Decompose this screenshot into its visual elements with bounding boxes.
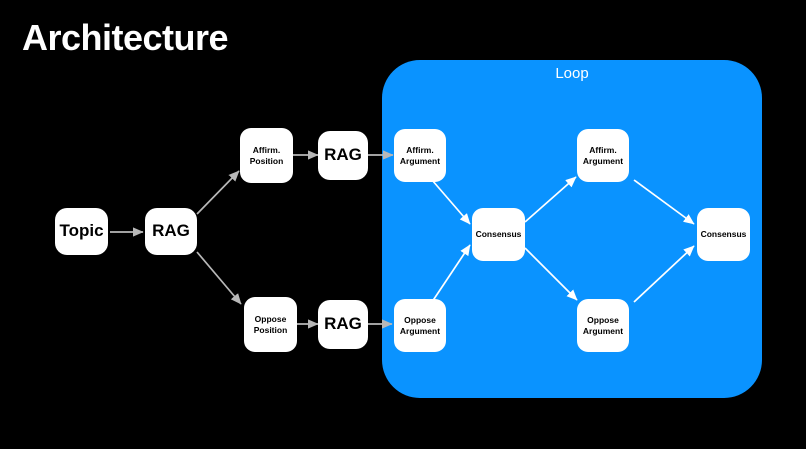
node-consensus-1-label: Consensus	[475, 229, 522, 240]
node-oppose-argument-2[interactable]: Oppose Argument	[577, 299, 629, 352]
node-affirm-argument-1-label-line2: Argument	[399, 155, 441, 166]
node-oppose-argument-1[interactable]: Oppose Argument	[394, 299, 446, 352]
page-title: Architecture	[22, 17, 229, 58]
node-rag-main[interactable]: RAG	[145, 208, 197, 255]
node-rag-oppose[interactable]: RAG	[318, 300, 368, 349]
edge-rag-to-oppose-position	[196, 251, 242, 305]
node-affirm-argument-1[interactable]: Affirm. Argument	[394, 129, 446, 182]
node-oppose-position[interactable]: Oppose Position	[244, 297, 297, 352]
node-rag-main-label: RAG	[152, 221, 190, 241]
node-affirm-argument-1-label-line1: Affirm.	[406, 145, 434, 156]
node-rag-affirm[interactable]: RAG	[318, 131, 368, 180]
node-affirm-position-label-line1: Affirm.	[252, 145, 281, 156]
node-affirm-argument-2-label-line2: Argument	[582, 155, 624, 166]
node-oppose-argument-2-label-line1: Oppose	[587, 315, 619, 326]
node-oppose-argument-1-label-line2: Argument	[399, 325, 441, 336]
node-oppose-argument-1-label-line1: Oppose	[404, 315, 436, 326]
node-rag-oppose-label: RAG	[324, 314, 362, 334]
node-rag-affirm-label: RAG	[324, 145, 362, 165]
node-oppose-position-label-line2: Position	[253, 324, 288, 335]
node-consensus-1[interactable]: Consensus	[472, 208, 525, 261]
node-oppose-argument-2-label-line2: Argument	[582, 325, 624, 336]
node-topic[interactable]: Topic	[55, 208, 108, 255]
edge-rag-to-affirm-position	[196, 170, 240, 215]
node-oppose-position-label-line1: Oppose	[254, 314, 287, 325]
node-affirm-argument-2-label-line1: Affirm.	[589, 145, 617, 156]
node-affirm-argument-2[interactable]: Affirm. Argument	[577, 129, 629, 182]
node-affirm-position-label-line2: Position	[249, 155, 284, 166]
node-consensus-2-label: Consensus	[700, 229, 747, 240]
node-affirm-position[interactable]: Affirm. Position	[240, 128, 293, 183]
node-topic-label: Topic	[59, 221, 104, 241]
loop-group-label: Loop	[555, 65, 589, 82]
node-consensus-2[interactable]: Consensus	[697, 208, 750, 261]
